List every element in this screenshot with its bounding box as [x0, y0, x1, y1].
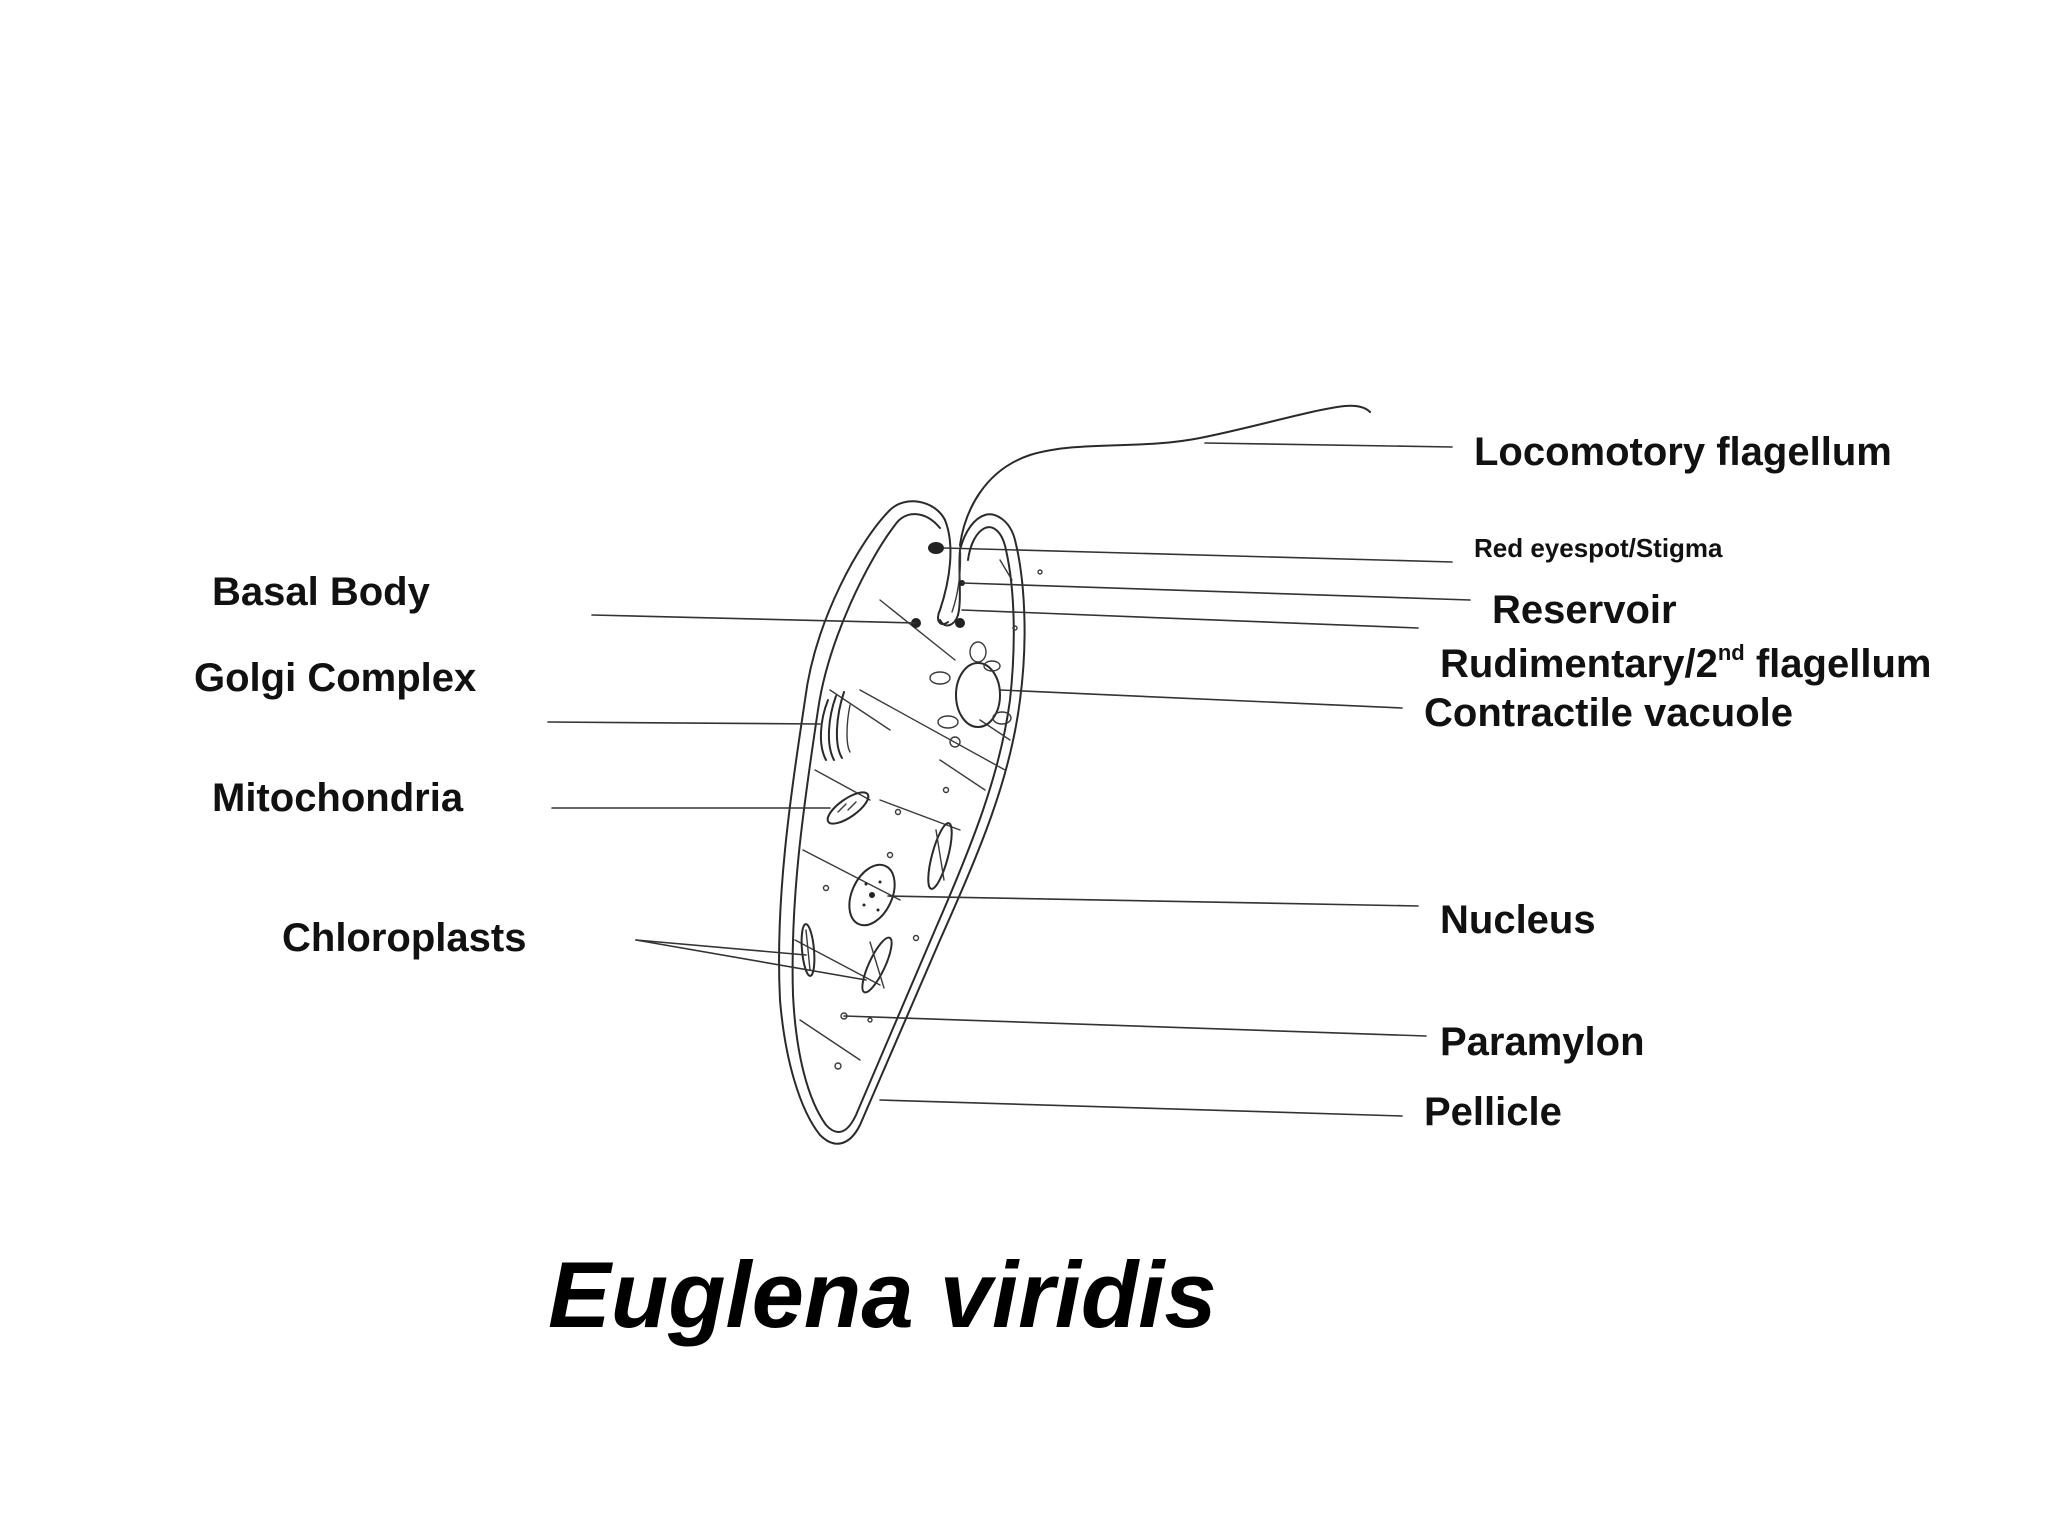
label-rudimentary-flagellum: Rudimentary/2nd flagellum [1440, 642, 1932, 686]
basal-body-dot-2 [955, 618, 965, 628]
label-locomotory-flagellum: Locomotory flagellum [1474, 430, 1892, 474]
leader-pellicle [879, 1099, 1403, 1117]
leader-rudimentary-flagellum [961, 609, 1419, 629]
leader-red-eyespot [943, 547, 1453, 563]
label-reservoir: Reservoir [1492, 588, 1677, 632]
label-mitochondria: Mitochondria [212, 776, 464, 820]
label-nucleus: Nucleus [1440, 898, 1596, 942]
label-red-eyespot: Red eyespot/Stigma [1474, 533, 1723, 563]
golgi-complex [820, 691, 851, 761]
label-chloroplasts: Chloroplasts [282, 916, 527, 960]
contractile-vacuole [929, 641, 1012, 748]
eyespot-mark [928, 542, 944, 554]
label-rudimentary-prefix: Rudimentary/2 [1440, 642, 1718, 686]
leader-contractile-vacuole [999, 689, 1403, 709]
label-basal-body: Basal Body [212, 570, 430, 614]
label-pellicle: Pellicle [1424, 1090, 1562, 1134]
leader-basal-body [591, 614, 917, 624]
leader-chloroplasts-a [635, 939, 807, 956]
reservoir-wall-right [939, 614, 959, 627]
leader-lines [547, 442, 1471, 1117]
cell-outline-inner [791, 513, 1015, 1134]
leader-chloroplasts-b [635, 939, 867, 981]
pellicle-striations [794, 559, 1013, 1061]
mitochondria [826, 791, 870, 825]
reservoir-wall-left [937, 519, 952, 626]
label-contractile-vacuole: Contractile vacuole [1424, 691, 1794, 735]
leader-locomotory-flagellum [1204, 442, 1453, 448]
leader-reservoir [961, 582, 1471, 601]
label-rudimentary-sup: nd [1717, 640, 1745, 665]
leader-nucleus [887, 895, 1419, 907]
leader-paramylon [843, 1015, 1427, 1037]
label-rudimentary-suffix: flagellum [1744, 642, 1932, 686]
label-golgi-complex: Golgi Complex [194, 656, 477, 700]
nucleus [848, 863, 896, 927]
paramylon-granules [822, 569, 1043, 1070]
label-paramylon: Paramylon [1440, 1020, 1645, 1064]
leader-golgi-complex [547, 721, 821, 725]
cell-outline-outer [778, 500, 1026, 1145]
diagram-title: Euglena viridis [548, 1242, 1217, 1347]
cell-body [778, 500, 1026, 1145]
chloroplasts [800, 822, 953, 994]
reservoir-inner [951, 544, 962, 613]
locomotory-flagellum [959, 404, 1371, 546]
